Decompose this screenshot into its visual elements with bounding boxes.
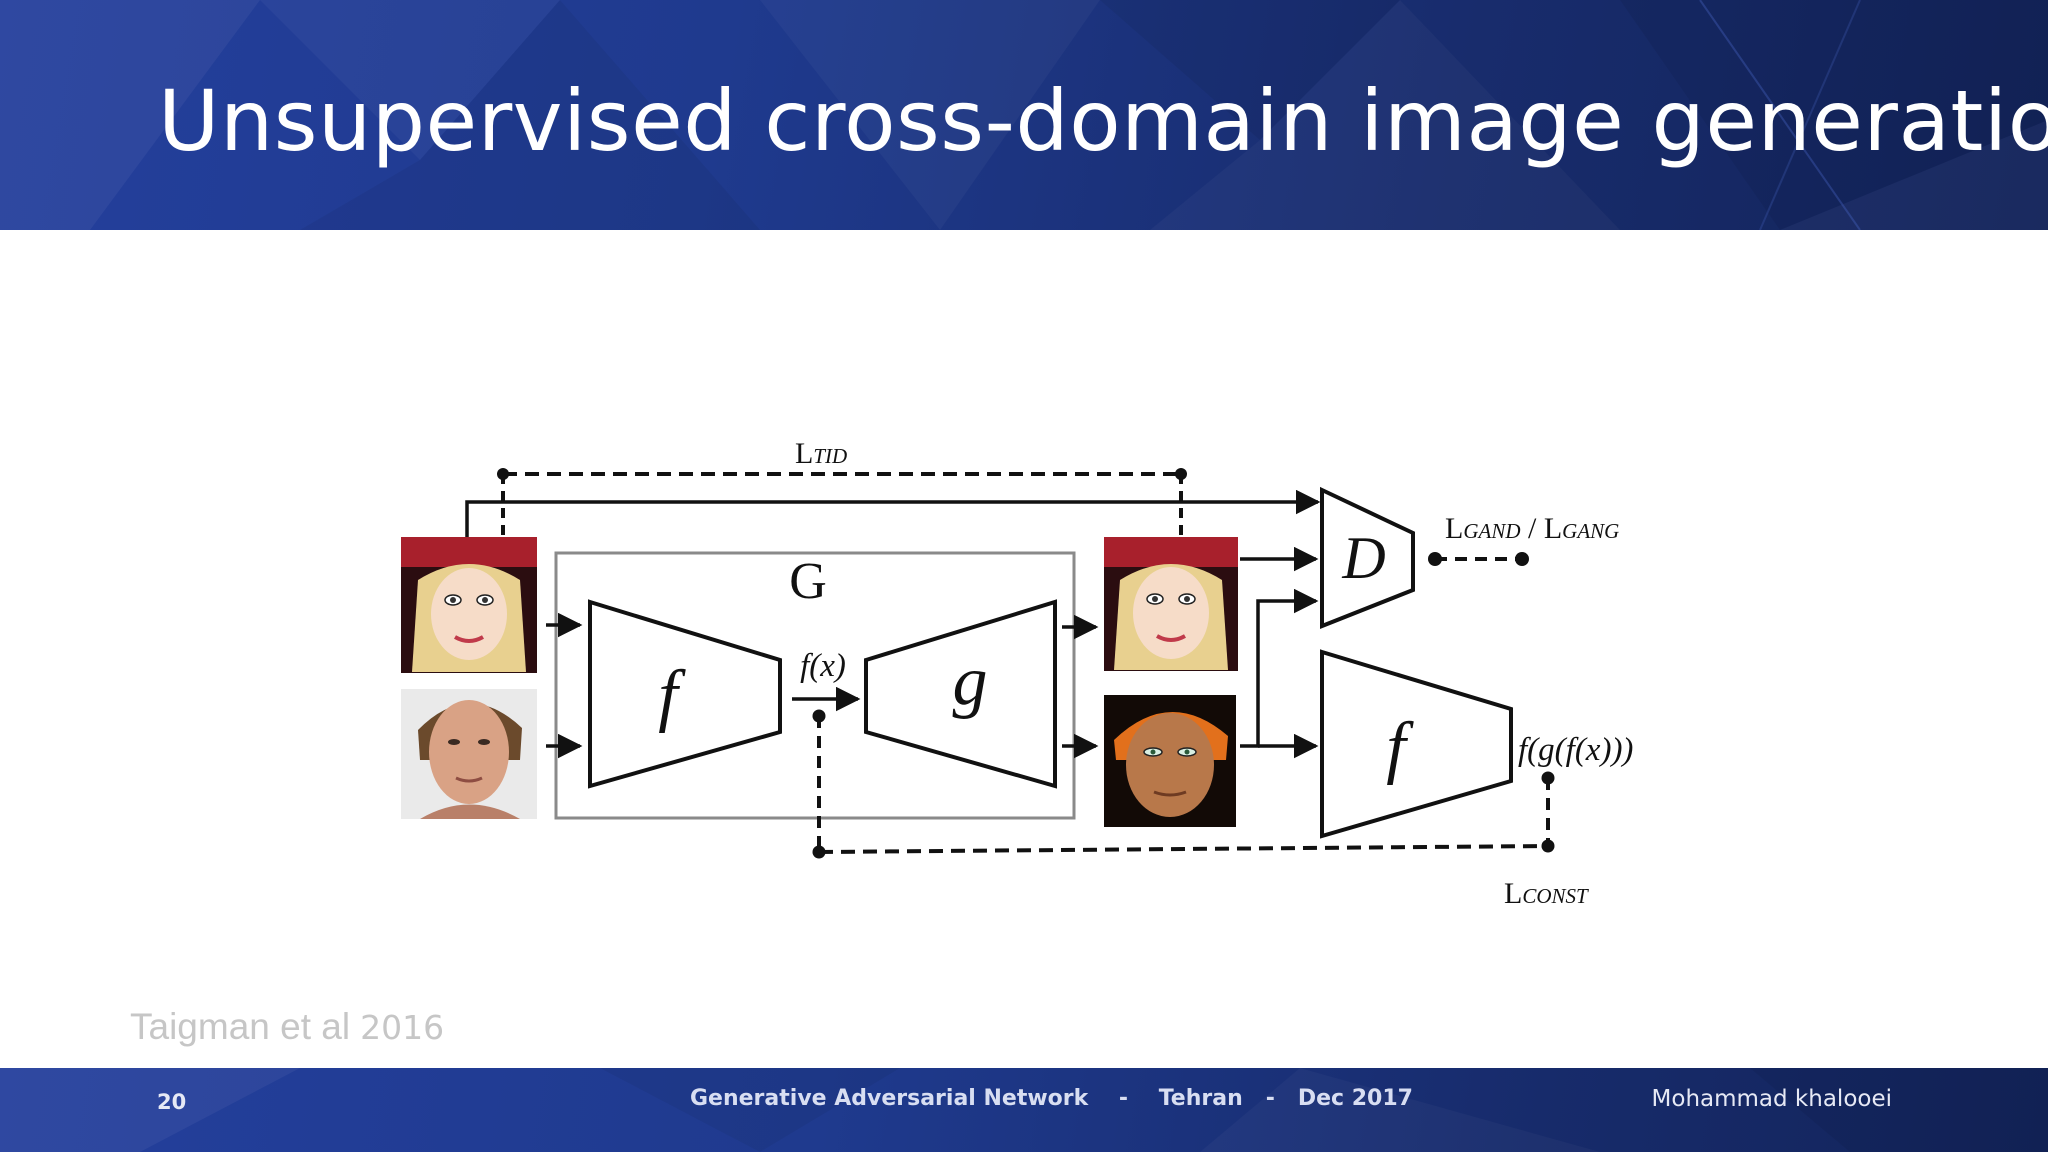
- footer-separator-2: -: [1265, 1086, 1275, 1111]
- fgfx-label: f(g(f(x))): [1518, 732, 1633, 768]
- footer-author: Mohammad khalooei: [1651, 1086, 1892, 1112]
- page-number: 20: [157, 1090, 187, 1114]
- emoji-face-output-icon: [1104, 537, 1238, 671]
- discriminator-d-label: D: [1341, 525, 1385, 591]
- footer-center-text: Generative Adversarial Network - Tehran …: [690, 1086, 1413, 1111]
- fx-label: f(x): [800, 648, 846, 684]
- footer-pattern: [0, 1068, 2048, 1152]
- decoder-g-label: g: [953, 643, 988, 720]
- generated-to-d-arrow: [1240, 588, 1319, 748]
- loss-gan-label: LGAND / LGANG: [1445, 512, 1619, 545]
- encoder-f-block: [588, 599, 782, 789]
- photo-face-icon: [401, 689, 537, 819]
- generator-label: G: [789, 553, 827, 610]
- encoder-f2-block: [1320, 649, 1513, 839]
- loss-gan-path: [1428, 552, 1529, 566]
- slide-title: Unsupervised cross-domain image generati…: [158, 72, 2048, 170]
- loss-const-label: LCONST: [1504, 877, 1589, 910]
- footer-topic: Generative Adversarial Network: [690, 1086, 1089, 1111]
- footer-city: Tehran: [1158, 1086, 1243, 1111]
- discriminator-d-block: [1320, 486, 1415, 629]
- slide-header: Unsupervised cross-domain image generati…: [0, 0, 2048, 230]
- loss-const-path: [812, 709, 1555, 859]
- slide-footer: 20 Generative Adversarial Network - Tehr…: [0, 1068, 2048, 1152]
- footer-date: Dec 2017: [1297, 1086, 1413, 1111]
- generator-box: [554, 551, 1076, 820]
- loss-tid-label: LTID: [795, 437, 847, 470]
- decoder-g-block: [864, 599, 1057, 789]
- header-pattern: [0, 0, 2048, 230]
- emoji-face-source-icon: [401, 537, 537, 673]
- source-to-d-line: [465, 489, 1321, 537]
- loss-tid-path: [497, 468, 1187, 537]
- emoji-face-generated-icon: [1104, 695, 1236, 827]
- footer-separator-1: -: [1118, 1086, 1129, 1111]
